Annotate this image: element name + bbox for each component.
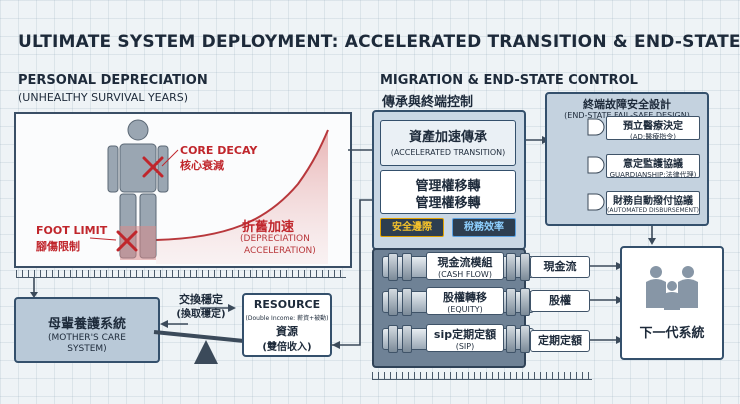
depreciation-heading: PERSONAL DEPRECIATION — [18, 73, 208, 88]
accel-label-en: (ACCELERATED TRANSITION) — [390, 148, 506, 157]
core-decay-label: CORE DECAY — [180, 144, 258, 157]
failsafe-heading: 終端故障安全設計 — [583, 98, 671, 111]
logic-gate-icons — [587, 118, 605, 211]
depreciation-illustration — [89, 119, 329, 264]
human-figure-icon — [107, 119, 169, 260]
sip-output: 定期定額 — [530, 330, 590, 352]
accelerated-transition-box: 資產加速傳承 (ACCELERATED TRANSITION) — [380, 120, 516, 166]
resource-label: RESOURCE — [253, 298, 321, 311]
depreciation-curve-line — [155, 129, 329, 241]
advance-directive-item: 預立醫療決定 (AD:醫療指令) — [606, 116, 700, 141]
exchange-label-zh: 交換穩定 — [179, 293, 223, 306]
next-generation-label: 下一代系統 — [639, 326, 705, 341]
depreciation-accel-label-en1: (DEPRECIATION — [240, 234, 310, 244]
timeline-ruler-right — [372, 372, 592, 380]
transfer-label-1: 管理權移轉 — [415, 179, 481, 194]
timeline-ruler-left — [16, 270, 346, 278]
foot-x-icon — [116, 230, 138, 252]
cash-flow-output: 現金流 — [530, 256, 590, 278]
care-label-zh: 母輩養護系統 — [47, 317, 126, 332]
care-label-en2: SYSTEM) — [67, 344, 107, 354]
exchange-label-zh2: (換取穩定) — [176, 309, 226, 320]
core-decay-label-zh: 核心衰減 — [180, 159, 224, 172]
management-transfer-box: 管理權移轉 管理權移轉 — [380, 170, 516, 214]
safety-margin-badge: 安全邊際 — [380, 218, 444, 237]
resource-label-zh: 資源 — [276, 325, 298, 338]
migration-subheading: 傳承與終端控制 — [382, 95, 474, 110]
equity-output: 股權 — [530, 290, 590, 312]
automated-disbursement-item: 財務自動撥付協議 (AUTOMATED DISBURSEMENT) — [606, 191, 700, 215]
equity-pipe: 股權轉移 (EQUITY) — [382, 287, 534, 316]
equity-transfer-label: 股權轉移 (EQUITY) — [426, 287, 504, 315]
cash-flow-pipe: 現金流模組 (CASH FLOW) — [382, 252, 534, 281]
failsafe-subheading: (END-STATE FAIL-SAFE DESIGN) — [564, 111, 690, 120]
accelerated-transition-panel: 資產加速傳承 (ACCELERATED TRANSITION) 管理權移轉 管理… — [372, 110, 526, 250]
sip-module-label: sip定期定額 (SIP) — [426, 324, 504, 352]
accel-label-zh: 資產加速傳承 — [408, 130, 487, 145]
resource-income: (Double Income: 薪資+被動) — [245, 315, 329, 322]
core-x-icon — [142, 156, 164, 178]
family-icon — [646, 266, 698, 310]
page-title: ULTIMATE SYSTEM DEPLOYMENT: ACCELERATED … — [18, 32, 740, 52]
depreciation-accel-label-en2: ACCELERATION) — [244, 246, 316, 256]
balance-seesaw-icon — [153, 304, 255, 364]
next-generation-box: 下一代系統 — [620, 246, 724, 360]
resource-label-zh2: (雙倍收入) — [262, 342, 312, 353]
cash-flow-module-label: 現金流模組 (CASH FLOW) — [426, 252, 504, 280]
foot-limit-label: FOOT LIMIT — [36, 224, 108, 237]
tax-efficiency-badge: 稅務效率 — [452, 218, 516, 237]
transfer-label-2: 管理權移轉 — [415, 196, 481, 211]
migration-heading: MIGRATION & END-STATE CONTROL — [380, 73, 638, 88]
mothers-care-system-box: 母輩養護系統 (MOTHER'S CARE SYSTEM) — [14, 297, 160, 363]
guardianship-item: 意定監護協議 GUARDIANSHIP:法律代理) — [606, 154, 700, 179]
depreciation-panel: CORE DECAY 核心衰減 FOOT LIMIT 腳傷限制 折舊加速 (DE… — [14, 112, 352, 268]
sip-pipe: sip定期定額 (SIP) — [382, 324, 534, 353]
depreciation-accel-label-zh: 折舊加速 — [242, 220, 295, 235]
depreciation-curve-area — [156, 130, 328, 264]
resource-box: RESOURCE (Double Income: 薪資+被動) 資源 (雙倍收入… — [242, 293, 332, 357]
care-label-en1: (MOTHER'S CARE — [48, 333, 126, 343]
depreciation-subheading: (UNHEALTHY SURVIVAL YEARS) — [18, 91, 189, 104]
foot-limit-label-zh: 腳傷限制 — [36, 240, 80, 253]
